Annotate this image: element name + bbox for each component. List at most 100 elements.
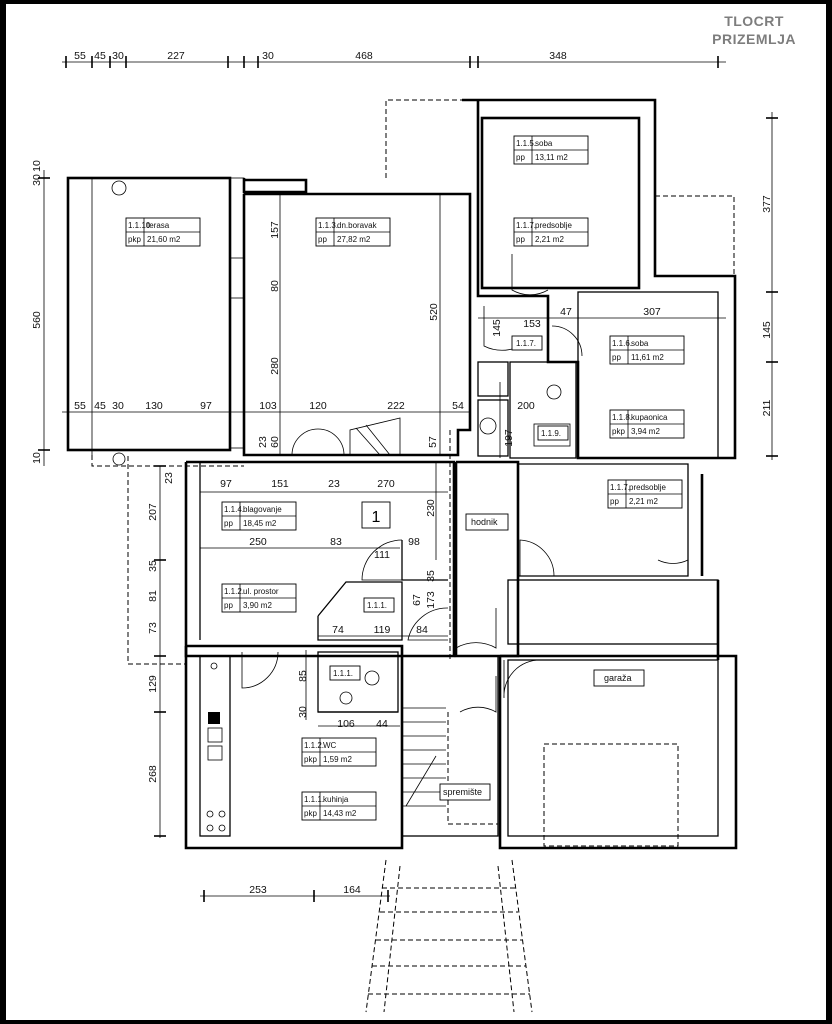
room-area-label: pp <box>224 519 233 528</box>
room-card: 1.1.2.ul. prostor pp 3,90 m2 <box>221 583 297 613</box>
room-name: terasa <box>147 221 170 230</box>
dim-misc-28: 85 <box>297 670 309 682</box>
dim-misc-11: 23 <box>257 436 269 448</box>
room-name: kupaonica <box>631 413 668 422</box>
dim-misc-26: 119 <box>374 624 391 636</box>
room-area: 14,43 m2 <box>323 809 357 818</box>
room-code: 1.1.5. <box>516 139 536 148</box>
room-area-label: pkp <box>304 809 317 818</box>
room-name: dn.boravak <box>337 221 378 230</box>
dim-misc-19: 83 <box>330 536 342 548</box>
title-line-2: PRIZEMLJA <box>712 31 796 47</box>
dim-left-1: 10 <box>31 160 43 172</box>
dim-top-0: 55 <box>74 50 86 62</box>
dim-misc-21: 98 <box>408 536 420 548</box>
stair-treads <box>402 707 446 807</box>
dim-top-5: 468 <box>355 50 373 62</box>
kitchen-appliances <box>206 662 226 832</box>
dim-left-2: 560 <box>31 311 43 329</box>
room-area-label: pp <box>224 601 233 610</box>
room-code: 1.1.7. <box>610 483 630 492</box>
room-code: 1.1.10 <box>128 221 151 230</box>
dim-right-0: 377 <box>761 195 773 213</box>
room-area-label: pkp <box>304 755 317 764</box>
dimension-text: 55 45 30 227 30 468 348 55 45 30 130 97 … <box>31 50 773 896</box>
title-line-1: TLOCRT <box>724 13 784 29</box>
plan-title: TLOCRT PRIZEMLJA <box>712 12 796 48</box>
dim-misc-0: 157 <box>269 221 281 239</box>
room-names: 1.1.7. 1.1.9. 1.1.1. 1.1.1. hodnik garaž… <box>329 335 645 801</box>
floor-plan: 55 45 30 227 30 468 348 55 45 30 130 97 … <box>31 50 778 1013</box>
dim-inner-5: 103 <box>259 400 277 412</box>
dim-misc-17: 230 <box>425 499 437 517</box>
room-area: 21,60 m2 <box>147 235 181 244</box>
room-area: 27,82 m2 <box>337 235 371 244</box>
storage-label: spremište <box>443 787 482 797</box>
dim-misc-29: 30 <box>297 706 309 718</box>
dim-top-6: 348 <box>549 50 567 62</box>
room-area-label: pkp <box>612 427 625 436</box>
dim-misc-18: 250 <box>249 536 267 548</box>
room-area: 3,90 m2 <box>243 601 272 610</box>
dim-right-1: 145 <box>761 321 773 339</box>
room-name: soba <box>631 339 649 348</box>
room-area-label: pp <box>516 235 525 244</box>
dim-misc-5: 153 <box>523 318 541 330</box>
room-area-label: pkp <box>128 235 141 244</box>
room-code: 1.1.1. <box>304 795 324 804</box>
drawing-sheet: TLOCRT PRIZEMLJA <box>6 4 826 1020</box>
dim-misc-9: 197 <box>503 429 515 447</box>
dim-misc-13: 97 <box>220 478 232 490</box>
dim-inner-1: 45 <box>94 400 106 412</box>
front-stairs <box>365 859 533 1013</box>
room-name: predsoblje <box>629 483 666 492</box>
section-marker: 1 <box>372 509 381 526</box>
room-area: 2,21 m2 <box>535 235 564 244</box>
room-code: 1.1.2. <box>224 587 244 596</box>
garage-label: garaža <box>604 673 632 683</box>
room-card: 1.1.1.kuhinja pkp 14,43 m2 <box>301 791 377 821</box>
room-area: 3,94 m2 <box>631 427 660 436</box>
small-label-0: 1.1.7. <box>516 339 536 348</box>
dim-misc-27: 84 <box>416 624 428 636</box>
dim-left-6: 35 <box>147 560 159 572</box>
dim-misc-16: 270 <box>377 478 395 490</box>
room-code: 1.1.7. <box>516 221 536 230</box>
room-name: ul. prostor <box>243 587 279 596</box>
dim-left-8: 73 <box>147 622 159 634</box>
room-area-label: pp <box>610 497 619 506</box>
dim-inner-3: 130 <box>145 400 163 412</box>
dim-top-2: 30 <box>112 50 124 62</box>
dim-misc-15: 23 <box>328 478 340 490</box>
dim-inner-8: 54 <box>452 400 464 412</box>
room-area-label: pp <box>516 153 525 162</box>
small-label-2: 1.1.1. <box>367 601 387 610</box>
dim-left-7: 81 <box>147 590 159 602</box>
dim-misc-22: 35 <box>425 570 437 582</box>
room-area: 1,59 m2 <box>323 755 352 764</box>
room-name: kuhinja <box>323 795 349 804</box>
dim-inner-7: 222 <box>387 400 405 412</box>
dim-left-4: 207 <box>147 503 159 521</box>
walls <box>66 98 738 850</box>
room-code: 1.1.3. <box>318 221 338 230</box>
room-name: soba <box>535 139 553 148</box>
room-code: 1.1.2. <box>304 741 324 750</box>
dim-inner-0: 55 <box>74 400 86 412</box>
dim-bottom-0: 253 <box>249 884 267 896</box>
dim-top-1: 45 <box>94 50 106 62</box>
dim-misc-25: 74 <box>332 624 344 636</box>
dim-inner-2: 30 <box>112 400 124 412</box>
dim-left-10: 268 <box>147 765 159 783</box>
dim-left-0: 30 <box>31 174 43 186</box>
dim-right-2: 211 <box>761 399 773 416</box>
small-label-1: 1.1.9. <box>541 429 561 438</box>
room-area-label: pp <box>318 235 327 244</box>
dim-misc-4: 145 <box>491 319 503 337</box>
